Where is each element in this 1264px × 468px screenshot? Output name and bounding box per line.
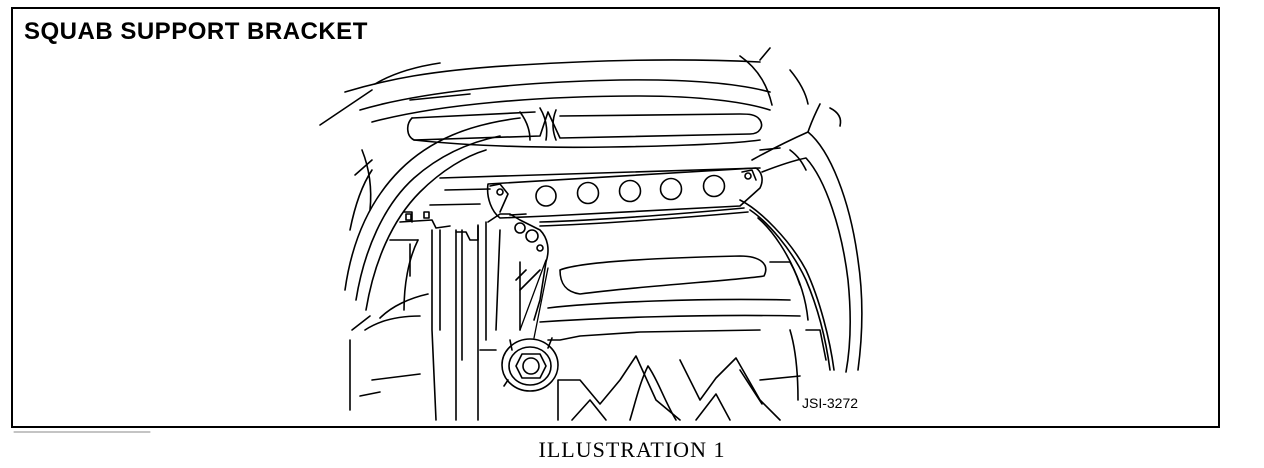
seat-frame-left [352,212,486,420]
figure-code: JSI-3272 [802,395,859,411]
left-pillar [320,90,520,310]
bracket-holes [536,176,725,207]
parcel-shelf [408,108,762,147]
squab-support-bracket [488,168,762,226]
right-pillar [740,104,862,372]
roof-outline [345,48,841,126]
bolt [502,338,558,391]
shelf-lines [430,148,780,205]
lower-left-panel [350,316,420,410]
illustration-title: SQUAB SUPPORT BRACKET [24,18,368,45]
illustration-caption: ILLUSTRATION 1 [538,437,726,462]
center-post [488,214,548,330]
floor-pan [480,256,826,420]
leader-lines [520,260,548,338]
